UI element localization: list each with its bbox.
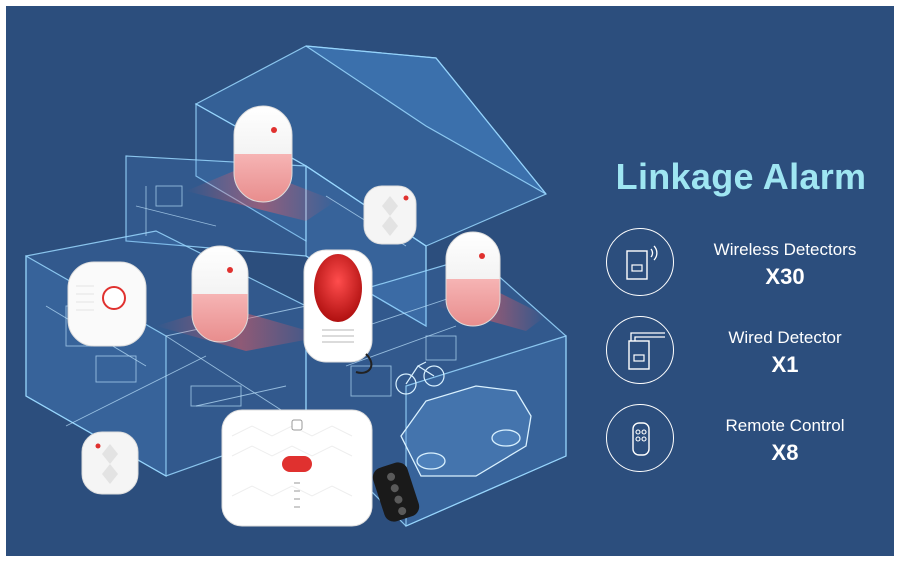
feature-quantity: X8 bbox=[771, 440, 799, 465]
feature-remote-control: Remote Control X8 bbox=[606, 404, 894, 484]
feature-label: Wireless Detectors bbox=[713, 240, 857, 259]
remote-key-fob bbox=[372, 462, 420, 522]
feature-label: Wired Detector bbox=[728, 328, 842, 347]
bike-outline bbox=[395, 361, 445, 395]
wireless-detector-icon bbox=[606, 228, 674, 296]
door-sensor-upper bbox=[363, 185, 417, 245]
car-outline bbox=[400, 385, 532, 477]
motion-detector-middle bbox=[191, 245, 249, 343]
gateway-hub bbox=[67, 261, 147, 347]
alarm-control-panel bbox=[221, 409, 373, 527]
remote-control-icon bbox=[606, 404, 674, 472]
siren-strobe bbox=[303, 249, 373, 374]
door-sensor-lower bbox=[81, 431, 139, 495]
headline: Linkage Alarm bbox=[615, 156, 867, 197]
motion-detector-right bbox=[445, 231, 501, 327]
motion-detector-upper bbox=[233, 105, 293, 203]
feature-label: Remote Control bbox=[725, 416, 845, 435]
house-illustration bbox=[25, 45, 567, 527]
feature-quantity: X30 bbox=[765, 264, 805, 289]
feature-wired-detector: Wired Detector X1 bbox=[606, 316, 894, 396]
banner-panel: Linkage Alarm Wireless Detectors X30 Wir… bbox=[6, 6, 894, 556]
wired-detector-icon bbox=[606, 316, 674, 384]
feature-quantity: X1 bbox=[771, 352, 799, 377]
feature-wireless-detectors: Wireless Detectors X30 bbox=[606, 228, 894, 308]
